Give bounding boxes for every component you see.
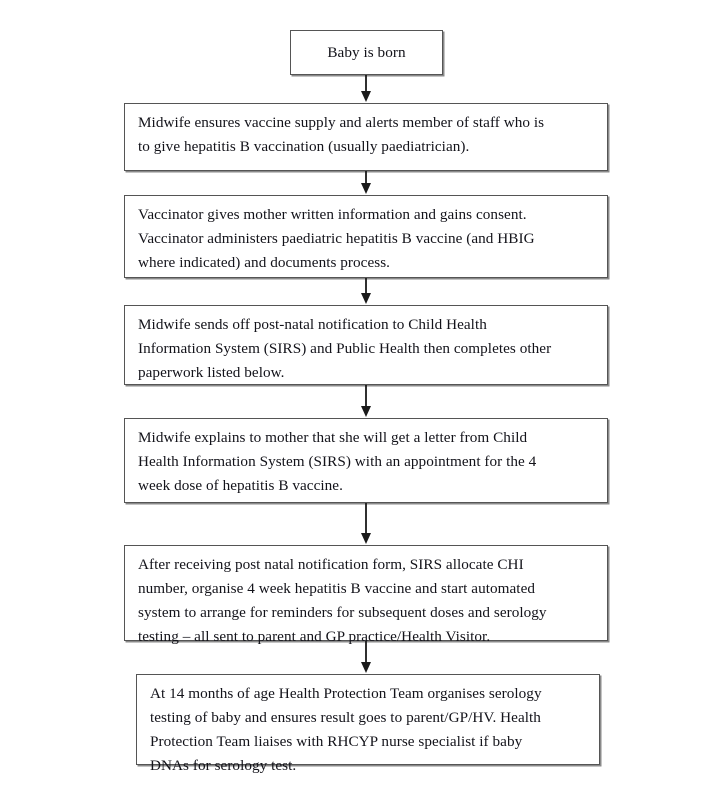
flowchart-node-text: Midwife sends off post-natal notificatio… (138, 316, 552, 381)
flowchart-node-baby-is-born[interactable]: Baby is born (290, 30, 443, 75)
flowchart-node-midwife-vaccine-supply[interactable]: Midwife ensures vaccine supply and alert… (124, 103, 608, 171)
flowchart-node-serology-testing-14-months[interactable]: At 14 months of age Health Protection Te… (136, 674, 600, 774)
connector-arrow-down-3 (357, 278, 375, 305)
connector-arrow-down-2 (357, 171, 375, 195)
connector-arrow-down-1 (357, 75, 375, 103)
flowchart-node-post-natal-notification[interactable]: Midwife sends off post-natal notificatio… (124, 305, 608, 385)
flowchart-node-midwife-explains-letter[interactable]: Midwife explains to mother that she will… (124, 418, 608, 503)
flowchart-node-text: At 14 months of age Health Protection Te… (150, 685, 542, 774)
connector-arrow-down-4 (357, 385, 375, 418)
flowchart-node-sirs-allocates-chi[interactable]: After receiving post natal notification … (124, 545, 608, 645)
flowchart-node-text: Vaccinator gives mother written informat… (138, 206, 535, 271)
flowchart-node-vaccinator-consent[interactable]: Vaccinator gives mother written informat… (124, 195, 608, 278)
connector-arrow-down-5 (357, 503, 375, 545)
flowchart-node-text: Midwife ensures vaccine supply and alert… (138, 114, 545, 155)
flowchart-node-text: Baby is born (327, 43, 406, 61)
connector-arrow-down-6 (357, 641, 375, 674)
flowchart-node-text: Midwife explains to mother that she will… (138, 429, 537, 494)
flowchart-node-text: After receiving post natal notification … (138, 556, 547, 645)
